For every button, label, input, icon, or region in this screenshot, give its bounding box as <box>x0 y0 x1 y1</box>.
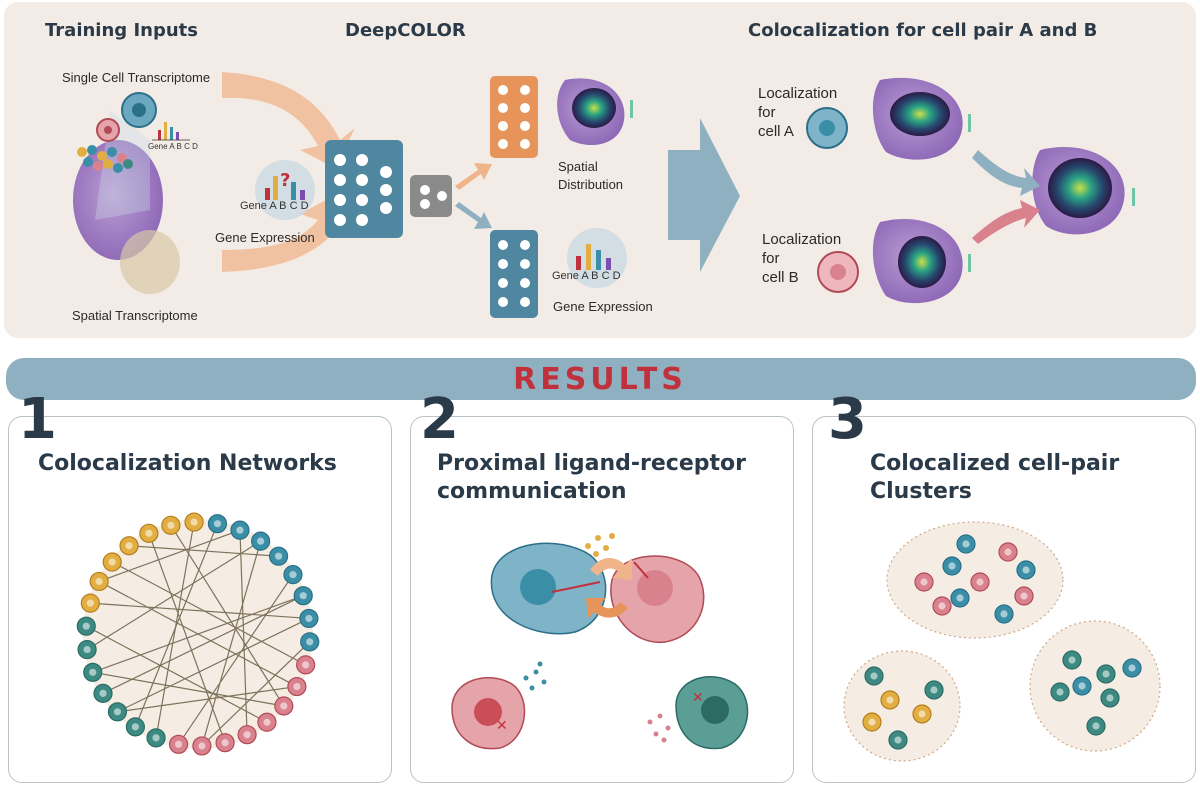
localization-heatmap-b <box>872 219 971 304</box>
localization-heatmap-a <box>872 77 971 160</box>
spatial-heatmap-small <box>557 78 633 146</box>
cluster-cells <box>862 534 1142 750</box>
deepcolor-title: DeepCOLOR <box>345 20 466 41</box>
network-edge <box>90 602 309 620</box>
card-3-number: 3 <box>828 387 867 452</box>
exchange-arrow-top <box>590 558 632 580</box>
network-edge <box>178 574 294 745</box>
network-edge <box>170 525 285 707</box>
cluster-illustration <box>843 521 1161 762</box>
gene-bar-chart-output <box>576 244 611 270</box>
network-edge <box>111 561 306 666</box>
latent-block <box>410 175 452 217</box>
gene-axis-input: Gene A B C D <box>240 200 309 212</box>
gene-bar-chart-input <box>265 176 305 200</box>
cluster-boundary-3 <box>1029 620 1161 752</box>
merge-arrow-a <box>972 150 1040 196</box>
gene-axis-output: Gene A B C D <box>552 270 621 282</box>
network-edge <box>85 625 268 723</box>
localization-a-label: Localization for cell A <box>758 85 838 140</box>
spatial-distribution-label: Spatial Distribution <box>558 159 624 192</box>
network-edge <box>155 521 195 738</box>
input-arrow-top <box>222 72 355 168</box>
network-nodes <box>334 154 392 226</box>
card-1-number: 1 <box>18 387 57 452</box>
exchange-arrow-bottom <box>586 598 628 618</box>
results-banner <box>6 358 1196 400</box>
input-arrow-bottom <box>222 195 355 272</box>
network-edge <box>92 671 284 707</box>
spatial-label: Spatial Transcriptome <box>72 308 198 323</box>
communication-illustration: ✕ ✕ <box>451 533 749 750</box>
training-inputs-title: Training Inputs <box>45 20 198 41</box>
localization-b-label: Localization for cell B <box>762 231 842 286</box>
branch-arrow-up <box>455 163 492 190</box>
big-arrow <box>668 118 740 272</box>
spatial-decoder <box>490 76 538 158</box>
gene-expression-label: Gene Expression <box>215 230 315 245</box>
expression-decoder <box>490 230 538 318</box>
gene-expression-bubble <box>255 160 315 220</box>
receptor-dots-pink <box>647 713 671 743</box>
colocalization-title: Colocalization for cell pair A and B <box>748 20 1098 41</box>
card-3-title: Colocalized cell-pair Clusters <box>870 451 1120 504</box>
spatial-slice <box>120 230 180 294</box>
network-edge <box>201 540 262 747</box>
merge-arrow-b <box>972 200 1040 244</box>
ligand-dots <box>585 533 615 557</box>
card-2-number: 2 <box>420 387 459 452</box>
card-2-title: Proximal ligand-receptor communication <box>437 451 746 504</box>
network-edge <box>102 595 304 694</box>
cell-cluster-dots <box>77 145 133 173</box>
unknown-gene-mark: ? <box>280 170 291 191</box>
network-edge <box>117 617 310 713</box>
results-title: RESULTS <box>513 362 687 397</box>
gene-bar-chart-small <box>152 122 190 141</box>
network-nodes <box>76 512 320 756</box>
network-edges <box>85 521 311 747</box>
blocked-mark-2: ✕ <box>692 690 704 706</box>
single-cell-label: Single Cell Transcriptome <box>62 70 211 85</box>
gene-axis-small: Gene A B C D <box>148 142 198 151</box>
encoder-network <box>325 140 403 238</box>
output-gene-expression-label: Gene Expression <box>553 299 653 314</box>
pipeline-illustration <box>73 72 1135 318</box>
receptor-dots-blue <box>523 661 547 691</box>
card-1-title: Colocalization Networks <box>38 451 337 476</box>
blocked-mark-1: ✕ <box>496 718 508 734</box>
colocalization-heatmap <box>1032 147 1135 235</box>
network-edge <box>98 580 298 688</box>
network-edge <box>98 529 241 582</box>
network-edge <box>117 685 297 713</box>
branch-arrow-down <box>455 202 492 229</box>
